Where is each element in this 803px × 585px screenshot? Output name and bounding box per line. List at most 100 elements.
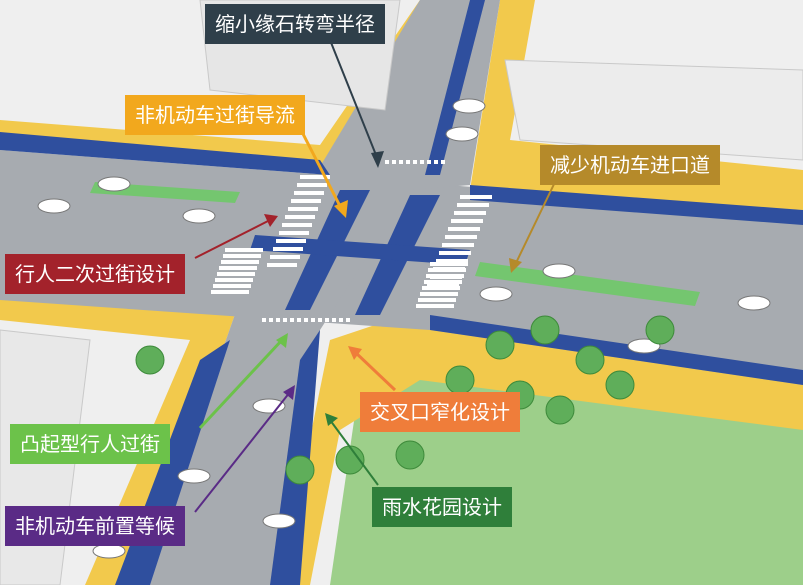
crosswalk-stripe-north xyxy=(385,160,389,164)
bike-lane-north xyxy=(425,0,485,175)
crosswalk-stripe-ped-right xyxy=(426,274,464,278)
bike-lane-right-bottom xyxy=(430,315,803,385)
crosswalk-stripe-west xyxy=(282,223,312,227)
crosswalk-stripe-east xyxy=(457,203,489,207)
crosswalk-stripe-south xyxy=(339,318,343,322)
crosswalk-stripe-west xyxy=(294,191,324,195)
label-reduce-entry-lanes: 减少机动车进口道 xyxy=(540,145,720,185)
label-bike-advance-waiting: 非机动车前置等候 xyxy=(5,506,185,546)
crosswalk-stripe-west xyxy=(291,199,321,203)
car xyxy=(262,513,296,529)
label-rain-garden: 雨水花园设计 xyxy=(372,487,512,527)
crosswalk-stripe-west xyxy=(267,263,297,267)
crosswalk-stripe-west xyxy=(300,175,330,179)
crosswalk-stripe-ped-left xyxy=(225,248,263,252)
crosswalk-stripe-east xyxy=(439,251,471,255)
crosswalk-stripe-north xyxy=(399,160,403,164)
bike-lane-top xyxy=(0,132,330,175)
tree xyxy=(605,370,635,400)
car xyxy=(445,126,479,142)
crosswalk-stripe-east xyxy=(460,195,492,199)
crosswalk-stripe-north xyxy=(413,160,417,164)
crosswalk-stripe-south xyxy=(276,318,280,322)
crosswalk-stripe-ped-right xyxy=(418,298,456,302)
crosswalk-stripe-north xyxy=(406,160,410,164)
tree xyxy=(285,455,315,485)
crosswalk-stripe-east xyxy=(436,259,468,263)
arrow-bike-crossing-guidance xyxy=(298,127,344,211)
crosswalk-stripe-north xyxy=(392,160,396,164)
car xyxy=(479,286,513,302)
crosswalk-stripe-east xyxy=(445,235,477,239)
arrowhead-reduce-corner-radius xyxy=(371,151,384,168)
arrowhead-reduce-entry-lanes xyxy=(509,258,522,273)
arrow-intersection-narrowing xyxy=(353,350,397,392)
car xyxy=(97,176,131,192)
bike-lane-right-top xyxy=(470,185,803,225)
crosswalk-stripe-west xyxy=(279,231,309,235)
crosswalks xyxy=(211,160,492,322)
crosswalk-stripe-south xyxy=(318,318,322,322)
arrowhead-rain-garden xyxy=(325,413,338,426)
building-top-right xyxy=(504,59,803,161)
crosswalk-stripe-south xyxy=(332,318,336,322)
crosswalk-stripe-ped-right xyxy=(416,304,454,308)
label-reduce-corner-radius: 缩小缘石转弯半径 xyxy=(205,4,385,44)
crosswalk-stripe-south xyxy=(262,318,266,322)
crosswalk-stripe-ped-right xyxy=(420,292,458,296)
crosswalk-stripe-north xyxy=(434,160,438,164)
car xyxy=(92,543,126,559)
crosswalk-stripe-west xyxy=(273,247,303,251)
crosswalk-stripe-ped-left xyxy=(219,266,257,270)
crosswalk-stripe-ped-left xyxy=(221,260,259,264)
crosswalk-stripe-ped-right xyxy=(424,280,462,284)
arrow-raised-crosswalk xyxy=(198,338,284,430)
crosswalk-stripe-south xyxy=(297,318,301,322)
crosswalk-stripe-ped-right xyxy=(422,286,460,290)
label-intersection-narrowing: 交叉口窄化设计 xyxy=(360,392,520,432)
crosswalk-stripe-ped-left xyxy=(215,278,253,282)
crosswalk-stripe-south xyxy=(346,318,350,322)
crosswalk-stripe-south xyxy=(304,318,308,322)
arrowhead-bike-advance-waiting xyxy=(283,385,295,400)
crosswalk-stripe-ped-left xyxy=(213,284,251,288)
tree xyxy=(395,440,425,470)
crosswalk-stripe-west xyxy=(288,207,318,211)
median-right xyxy=(475,262,700,306)
car xyxy=(252,398,286,414)
crosswalk-stripe-west xyxy=(270,255,300,259)
crosswalk-stripe-east xyxy=(454,211,486,215)
crosswalk-stripe-ped-left xyxy=(211,290,249,294)
car xyxy=(177,468,211,484)
crosswalk-stripe-north xyxy=(420,160,424,164)
sidewalk-bottom-right xyxy=(280,310,803,585)
tree xyxy=(445,365,475,395)
crosswalk-stripe-east xyxy=(451,219,483,223)
tree xyxy=(530,315,560,345)
tree xyxy=(545,395,575,425)
car xyxy=(37,198,71,214)
crosswalk-stripe-east xyxy=(448,227,480,231)
crosswalk-stripe-south xyxy=(311,318,315,322)
sidewalk-bottom-left xyxy=(0,290,240,585)
arrow-reduce-corner-radius xyxy=(329,39,379,161)
arrowhead-bike-crossing-guidance xyxy=(334,200,348,218)
crosswalk-stripe-west xyxy=(297,183,327,187)
arrowhead-raised-crosswalk xyxy=(276,333,288,348)
car xyxy=(182,208,216,224)
arrowhead-pedestrian-two-stage xyxy=(264,214,278,227)
crosswalk-stripe-south xyxy=(283,318,287,322)
crosswalk-stripe-ped-left xyxy=(223,254,261,258)
crosswalk-stripe-ped-right xyxy=(428,268,466,272)
car xyxy=(737,295,771,311)
arrow-reduce-entry-lanes xyxy=(514,179,557,266)
arrow-bike-advance-waiting xyxy=(194,391,291,513)
tree xyxy=(645,315,675,345)
crosswalk-stripe-north xyxy=(441,160,445,164)
crosswalk-stripe-west xyxy=(285,215,315,219)
car xyxy=(627,338,661,354)
crosswalk-stripe-ped-left xyxy=(217,272,255,276)
crosswalk-stripe-east xyxy=(442,243,474,247)
arrow-rain-garden xyxy=(329,419,379,486)
crosswalk-stripe-south xyxy=(269,318,273,322)
